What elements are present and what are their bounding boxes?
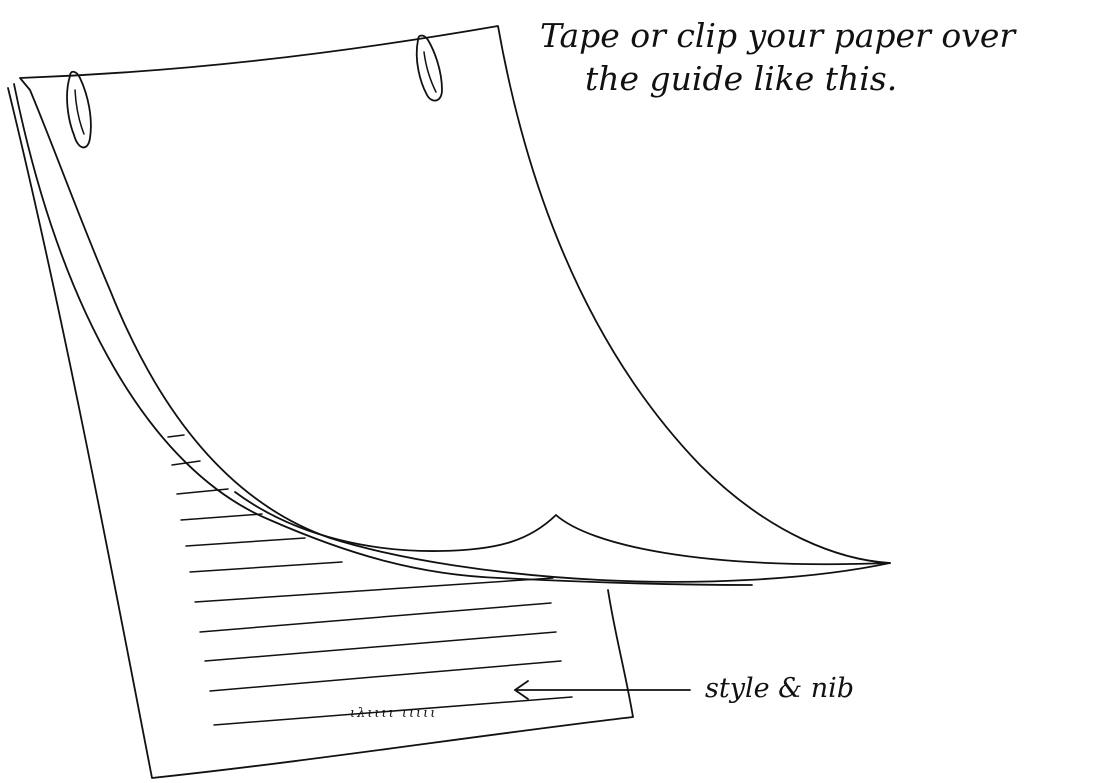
guide-line [195,578,553,602]
guide-line [205,632,556,661]
guide-line [200,603,551,632]
guide-line [190,562,342,572]
paper-clip-icon [67,72,91,148]
caption-line-1: Tape or clip your paper over [540,16,1017,55]
left-arrow-icon [515,681,690,699]
middle-sheet [14,84,752,585]
caption-line-2: the guide like this. [585,59,897,98]
guide-line [168,435,184,437]
guide-line [181,514,262,520]
guide-line [210,661,561,691]
sample-marks: ιλιιιι ιιιιι [350,706,437,721]
writing-paper [20,26,890,582]
guide-line [186,538,305,546]
guide-lines [168,435,572,725]
paper-clip-icon [417,36,442,101]
style-nib-label: style & nib [705,673,854,704]
sample-marks-text: ιλιιιι ιιιιι [350,706,437,721]
